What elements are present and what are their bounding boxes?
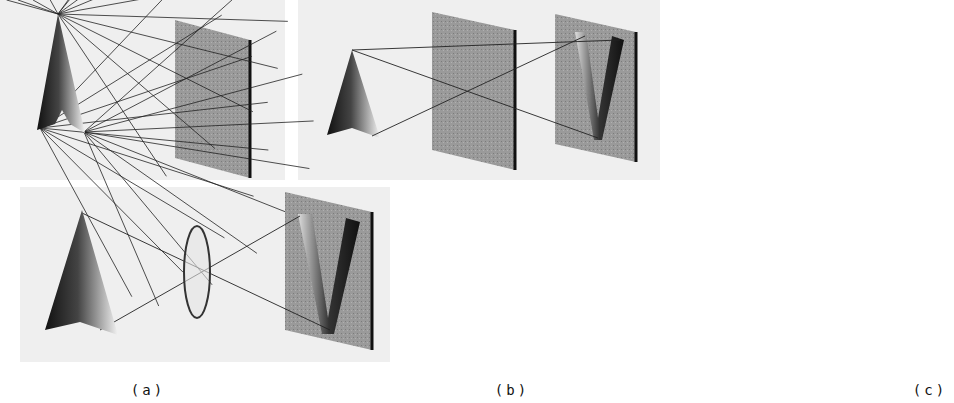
light-ray <box>58 0 68 14</box>
light-ray <box>58 0 182 14</box>
panel-label: (b) <box>495 382 529 398</box>
barrier <box>432 12 515 170</box>
light-ray <box>58 14 278 68</box>
light-ray <box>50 0 58 14</box>
inverted-image <box>575 32 624 140</box>
light-ray <box>372 36 585 136</box>
panel-label: (c) <box>913 382 947 398</box>
light-rays <box>7 0 314 306</box>
screen <box>555 14 636 162</box>
inverted-image <box>298 214 360 334</box>
panel-label: (a) <box>131 382 165 398</box>
screen-edge <box>635 32 638 162</box>
panel-bg <box>298 0 660 180</box>
light-ray <box>84 132 290 214</box>
light-ray <box>84 121 314 132</box>
panel-bg <box>20 187 390 362</box>
cone-object <box>37 14 85 133</box>
light-ray <box>100 216 300 330</box>
light-ray <box>82 213 330 330</box>
light-ray <box>58 0 282 14</box>
light-ray <box>58 0 228 14</box>
cone-object <box>45 210 118 335</box>
screen-edge <box>371 212 374 350</box>
screen <box>285 192 372 350</box>
light-ray <box>18 0 58 14</box>
cone-object <box>327 50 380 138</box>
lens <box>184 226 210 318</box>
light-ray <box>352 40 620 50</box>
screen-edge <box>249 40 252 178</box>
light-ray <box>84 132 309 169</box>
light-ray <box>33 0 58 14</box>
barrier-edge <box>514 30 517 170</box>
light-ray <box>7 0 58 14</box>
light-ray <box>84 0 238 132</box>
light-ray <box>84 31 276 132</box>
screen <box>175 20 250 178</box>
light-ray <box>352 50 598 138</box>
light-ray <box>58 14 288 21</box>
